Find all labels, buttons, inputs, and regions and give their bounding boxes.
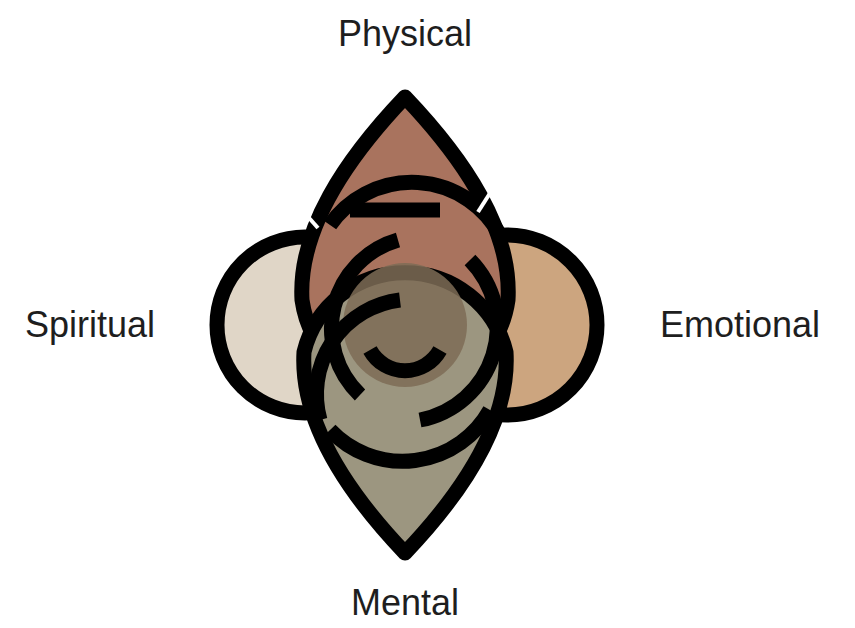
dimension-label: Mental	[351, 583, 459, 623]
dimension-label: Physical	[338, 14, 472, 54]
dimension-label: Emotional	[660, 305, 820, 345]
dimension-label: Spiritual	[25, 305, 155, 345]
